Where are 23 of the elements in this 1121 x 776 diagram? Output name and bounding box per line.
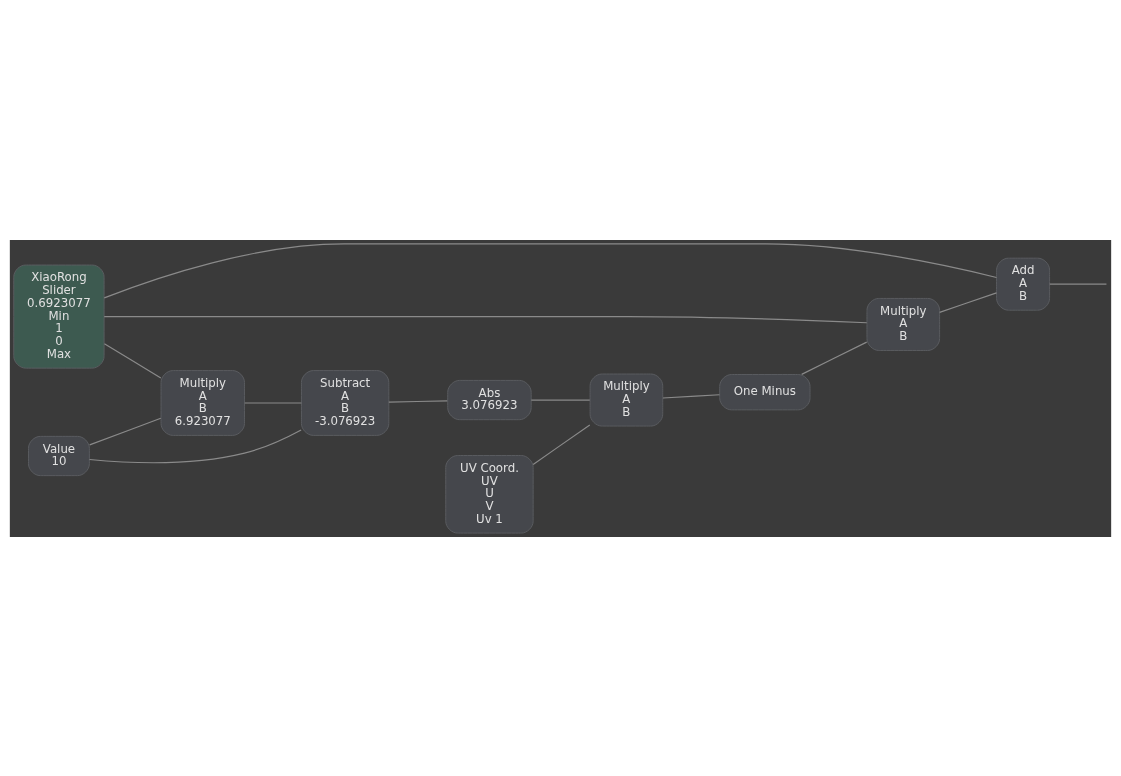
- node-box: Add A B: [996, 257, 1051, 311]
- node-box: XiaoRong Slider 0.6923077 Min 1 0 Max: [13, 264, 105, 369]
- node-box: Value 10: [28, 435, 90, 476]
- node-box: Multiply A B 6.923077: [160, 369, 245, 436]
- node-box: Subtract A B -3.076923: [300, 369, 390, 436]
- connector: [939, 291, 998, 313]
- connector: [89, 417, 162, 445]
- connector: [88, 428, 302, 463]
- connector: [388, 399, 448, 403]
- connector: [1049, 283, 1107, 285]
- connector: [530, 398, 591, 401]
- node-box: UV Coord. UV U V Uv 1: [445, 454, 534, 534]
- connector: [103, 315, 868, 323]
- node-box: Abs 3.076923: [447, 379, 532, 420]
- node-box: One Minus: [719, 373, 811, 410]
- connector: [662, 393, 721, 399]
- connector: [532, 423, 591, 465]
- node-box: Multiply A B: [866, 297, 941, 351]
- connector: [244, 401, 302, 404]
- connector: [801, 341, 868, 375]
- connector: [103, 242, 998, 298]
- connector: [103, 342, 162, 379]
- node-box: Multiply A B: [589, 373, 664, 427]
